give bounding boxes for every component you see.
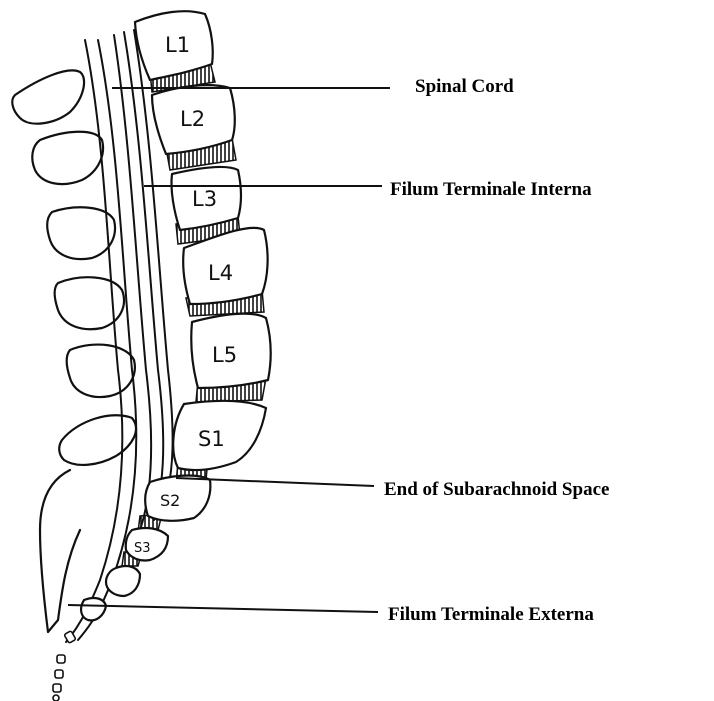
sacral-back bbox=[40, 470, 80, 632]
vertebra-s5 bbox=[81, 598, 106, 620]
vertebra-label-l5: L5 bbox=[212, 343, 237, 367]
coccyx-segment-4 bbox=[53, 684, 61, 692]
spinous-process-5 bbox=[67, 345, 135, 397]
vertebra-label-l4: L4 bbox=[208, 261, 233, 285]
vertebra-label-s2: S2 bbox=[160, 491, 180, 510]
coccyx-segment-2 bbox=[57, 655, 65, 663]
spinous-process-1 bbox=[12, 70, 84, 123]
spinous-processes bbox=[12, 70, 136, 632]
vertebra-s4 bbox=[106, 566, 140, 596]
vertebra-label-l3: L3 bbox=[192, 187, 217, 211]
leader-filum-externa bbox=[68, 605, 378, 612]
spinous-process-2 bbox=[32, 132, 103, 184]
vertebra-label-s3: S3 bbox=[134, 541, 151, 556]
coccyx-segment-5 bbox=[53, 695, 59, 701]
coccyx bbox=[53, 631, 76, 701]
label-filum-terminale-externa: Filum Terminale Externa bbox=[388, 605, 594, 624]
label-spinal-cord: Spinal Cord bbox=[415, 77, 514, 96]
label-end-of-subarachnoid-space: End of Subarachnoid Space bbox=[384, 480, 609, 499]
spinous-process-6 bbox=[59, 415, 136, 465]
label-filum-terminale-interna: Filum Terminale Interna bbox=[390, 180, 592, 199]
vertebra-label-l2: L2 bbox=[180, 107, 205, 131]
vertebra-label-l1: L1 bbox=[165, 33, 190, 57]
coccyx-segment-3 bbox=[55, 670, 63, 678]
vertebra-label-s1: S1 bbox=[198, 427, 225, 451]
spinous-process-3 bbox=[47, 207, 115, 259]
